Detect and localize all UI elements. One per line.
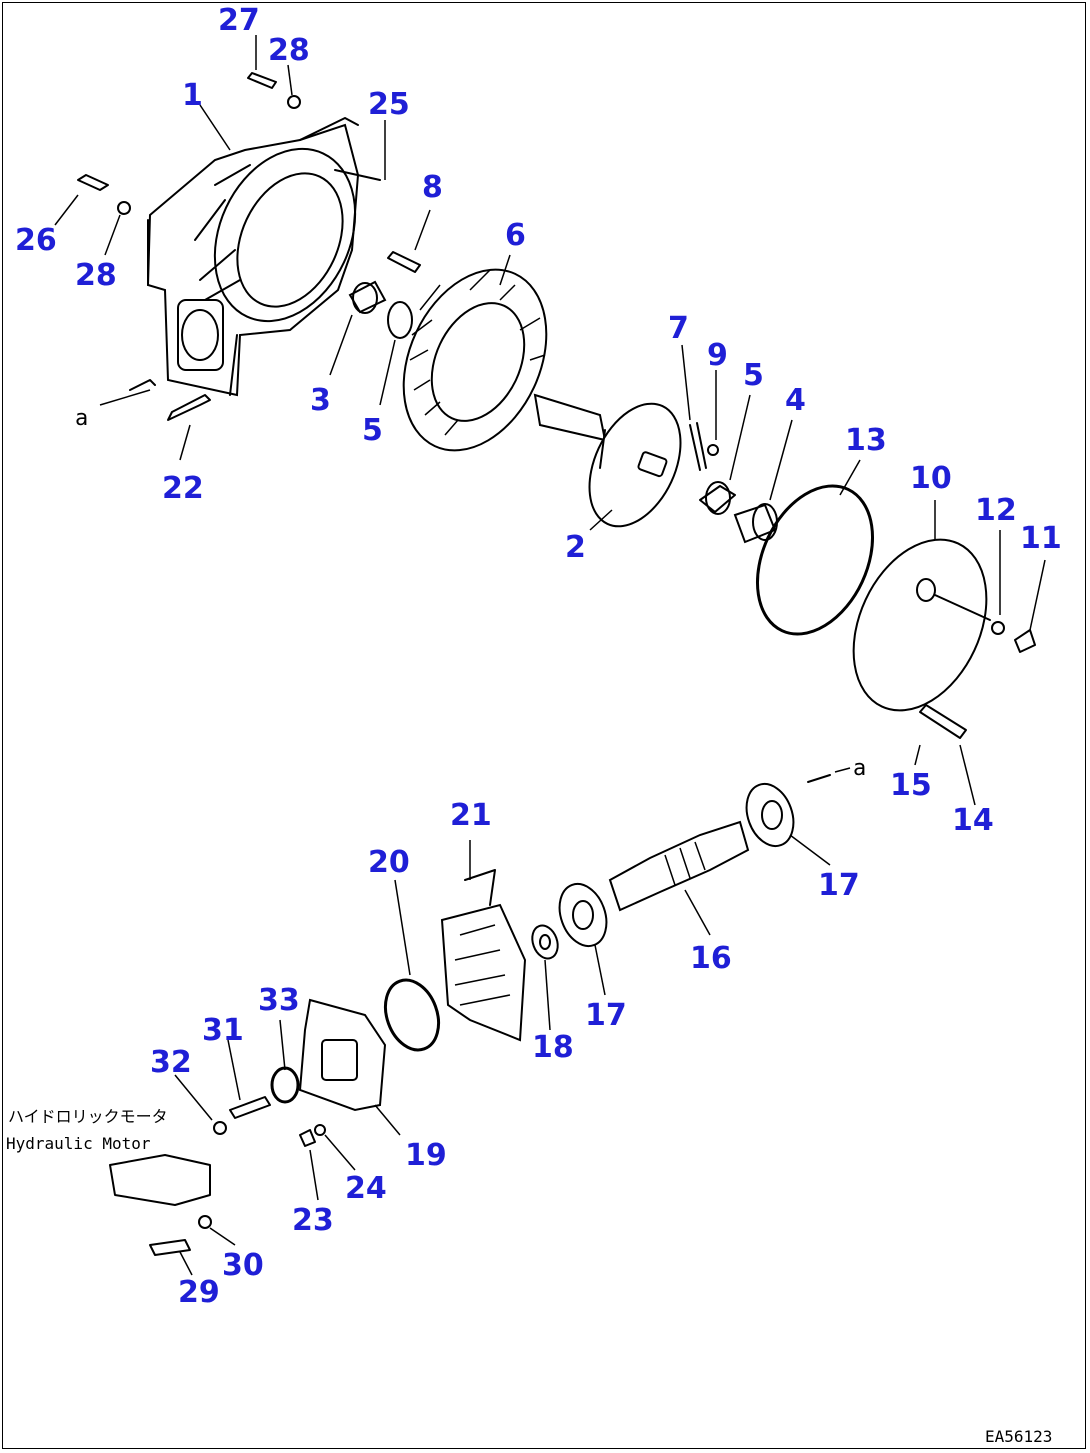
callout-19: 19 <box>405 1138 447 1173</box>
connection-label-a-mid: a <box>853 756 866 781</box>
callout-9: 9 <box>707 338 728 373</box>
callout-11: 11 <box>1020 521 1062 556</box>
callout-29: 29 <box>178 1275 220 1310</box>
callout-18: 18 <box>532 1030 574 1065</box>
callout-3: 3 <box>310 383 331 418</box>
callout-17a: 17 <box>818 868 860 903</box>
callout-28b: 28 <box>75 258 117 293</box>
o-ring-13 <box>755 484 875 636</box>
callout-13: 13 <box>845 423 887 458</box>
callout-27: 27 <box>218 3 260 38</box>
callout-22: 22 <box>162 471 204 506</box>
callout-12: 12 <box>975 493 1017 528</box>
callout-20: 20 <box>368 845 410 880</box>
callout-6: 6 <box>505 218 526 253</box>
callout-33: 33 <box>258 983 300 1018</box>
motor-label-jp: ハイドロリックモータ <box>8 1107 168 1126</box>
callout-5a: 5 <box>362 413 383 448</box>
callout-30: 30 <box>222 1248 264 1283</box>
callout-24: 24 <box>345 1171 387 1206</box>
callout-16: 16 <box>690 941 732 976</box>
callout-26: 26 <box>15 223 57 258</box>
callout-1: 1 <box>182 78 203 113</box>
housing-part <box>146 117 381 397</box>
callout-5b: 5 <box>743 358 764 393</box>
callout-14: 14 <box>952 803 994 838</box>
callout-2: 2 <box>565 530 586 565</box>
motor-label-en: Hydraulic Motor <box>6 1134 151 1153</box>
callout-28a: 28 <box>268 33 310 68</box>
callout-4: 4 <box>785 383 806 418</box>
bolt-parts <box>77 72 421 421</box>
callout-8: 8 <box>422 170 443 205</box>
connection-label-a-top: a <box>75 406 88 431</box>
cover-part <box>852 538 1036 739</box>
leader-lines <box>54 35 1046 1276</box>
gear-part <box>402 268 548 452</box>
callout-labels: 1 2 3 4 5 5 6 7 8 9 10 11 12 13 14 15 16… <box>15 3 1062 1310</box>
callout-21: 21 <box>450 798 492 833</box>
callout-31: 31 <box>202 1013 244 1048</box>
drawing-code: EA56123 <box>985 1427 1052 1446</box>
callout-15: 15 <box>890 768 932 803</box>
callout-23: 23 <box>292 1203 334 1238</box>
motor-parts <box>109 998 387 1256</box>
bearing-shaft-parts <box>608 774 831 912</box>
callout-32: 32 <box>150 1045 192 1080</box>
callout-25: 25 <box>368 87 410 122</box>
callout-7: 7 <box>668 311 689 346</box>
o-ring-20 <box>383 978 441 1052</box>
callout-10: 10 <box>910 461 952 496</box>
lower-bearing-parts <box>440 869 608 1042</box>
callout-17b: 17 <box>585 998 627 1033</box>
shaft-flange-part <box>533 393 682 528</box>
